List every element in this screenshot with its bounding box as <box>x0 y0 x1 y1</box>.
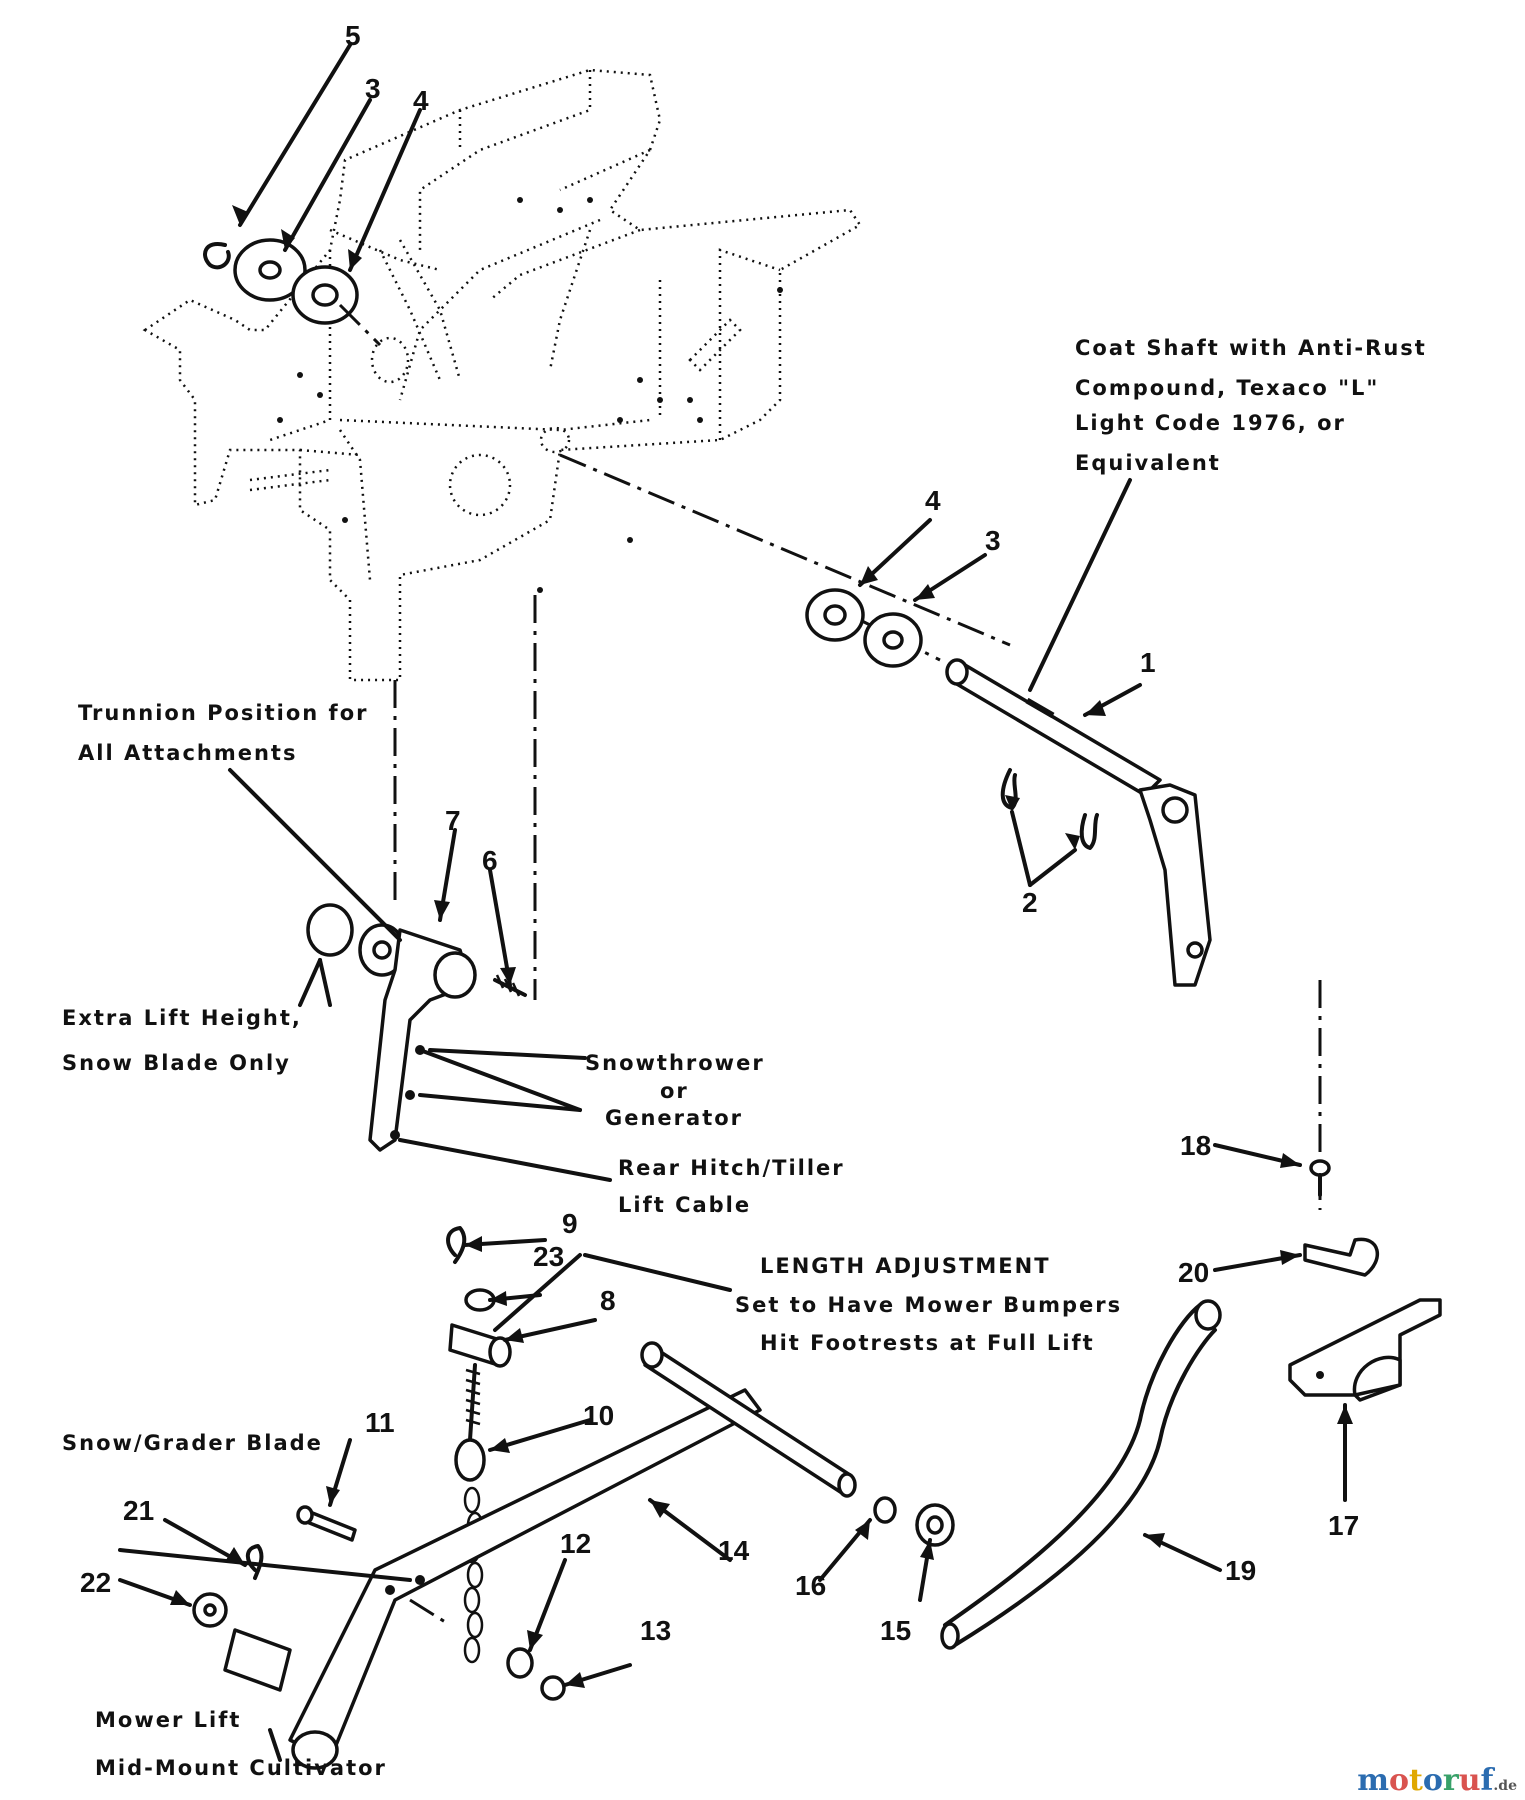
callout-11: 11 <box>365 1407 395 1438</box>
washer-part-22 <box>192 1592 292 1692</box>
callout-6: 6 <box>482 845 498 876</box>
note-rear-hitch: Rear Hitch/Tiller Lift Cable <box>618 1156 845 1217</box>
right-flange-bushing-part-4 <box>805 588 865 642</box>
callout-10: 10 <box>583 1400 614 1431</box>
note-coat-shaft-line-4: Equivalent <box>1075 451 1221 475</box>
clip-part-9 <box>446 1226 467 1264</box>
note-coat-shaft-line-3: Light Code 1976, or <box>1075 411 1346 435</box>
note-snowthrower-generator: Snowthrower or Generator <box>585 1051 765 1130</box>
note-extra-lift-line-2: Snow Blade Only <box>62 1051 291 1075</box>
note-coat-shaft-line-1: Coat Shaft with Anti-Rust <box>1075 336 1427 360</box>
bracket-part-17 <box>1288 1298 1442 1402</box>
note-snowthrower-line-3: Generator <box>605 1106 743 1130</box>
watermark-letter: r <box>1442 1763 1459 1798</box>
callout-3-right: 3 <box>985 525 1001 556</box>
set-screw-part-6 <box>493 974 527 997</box>
frame-holes <box>277 197 783 593</box>
note-length-adj-line-2: Set to Have Mower Bumpers <box>735 1293 1122 1317</box>
upper-e-clip-part-5 <box>203 242 231 270</box>
screw-part-18 <box>1309 1159 1331 1197</box>
note-mower-lift-line-2: Mid-Mount Cultivator <box>95 1756 387 1780</box>
note-snowthrower-line-2: or <box>660 1079 689 1103</box>
swivel-part-8 <box>448 1323 512 1368</box>
watermark-letter: f <box>1480 1763 1494 1798</box>
lift-shaft-part-1 <box>945 658 1212 987</box>
note-length-adj-line-3: Hit Footrests at Full Lift <box>760 1331 1095 1355</box>
watermark-letter: u <box>1458 1763 1481 1798</box>
upper-flat-washer-part-3 <box>233 238 307 302</box>
note-snowthrower-line-1: Snowthrower <box>585 1051 765 1075</box>
arrowheads <box>170 205 1353 1688</box>
assembly-centerlines <box>393 453 1322 1210</box>
note-extra-lift-line-1: Extra Lift Height, <box>62 1006 302 1030</box>
note-trunnion-line-2: All Attachments <box>78 741 297 765</box>
note-snow-grader-blade: Snow/Grader Blade <box>62 1431 323 1455</box>
hairpin-part-21 <box>245 1544 264 1580</box>
lift-arm <box>368 928 477 1152</box>
callout-9: 9 <box>562 1208 578 1239</box>
note-trunnion-line-1: Trunnion Position for <box>78 701 368 725</box>
pin-part-11 <box>296 1505 357 1542</box>
callout-4-upper: 4 <box>413 85 429 116</box>
watermark-suffix: .de <box>1493 1778 1517 1794</box>
bushing-part-15 <box>915 1503 955 1547</box>
callout-18: 18 <box>1180 1130 1211 1161</box>
note-rear-hitch-line-2: Lift Cable <box>618 1193 751 1217</box>
callout-numbers: 5 3 4 4 3 1 2 7 6 9 23 8 10 11 14 21 22 … <box>80 20 1359 1646</box>
callout-13: 13 <box>640 1615 671 1646</box>
right-flat-washer-part-3 <box>863 612 923 668</box>
callout-2: 2 <box>1022 887 1038 918</box>
callout-5: 5 <box>345 20 361 51</box>
callout-4-right: 4 <box>925 485 941 516</box>
callout-3-upper: 3 <box>365 73 381 104</box>
note-mower-lift: Mower Lift Mid-Mount Cultivator <box>95 1708 387 1780</box>
tractor-frame-outline <box>142 68 862 682</box>
callout-14: 14 <box>718 1535 750 1566</box>
watermark-letter: o <box>1389 1763 1410 1798</box>
upper-flange-bushing-part-4 <box>291 265 382 347</box>
washer-part-16 <box>873 1496 897 1524</box>
note-coat-shaft: Coat Shaft with Anti-Rust Compound, Texa… <box>1075 336 1427 475</box>
callout-19: 19 <box>1225 1555 1256 1586</box>
watermark-letter: o <box>1422 1763 1443 1798</box>
chain <box>463 1486 484 1664</box>
callout-16: 16 <box>795 1570 826 1601</box>
callout-20: 20 <box>1178 1257 1209 1288</box>
note-rear-hitch-line-1: Rear Hitch/Tiller <box>618 1156 845 1180</box>
callout-7: 7 <box>445 805 461 836</box>
lift-handle-tube-part-19 <box>940 1299 1222 1650</box>
washer-part-12 <box>506 1647 534 1679</box>
callout-1: 1 <box>1140 647 1156 678</box>
lift-rod-part-10 <box>454 1363 486 1482</box>
callout-21: 21 <box>123 1495 154 1526</box>
note-coat-shaft-line-2: Compound, Texaco "L" <box>1075 376 1379 400</box>
callout-23: 23 <box>533 1241 564 1272</box>
callout-15: 15 <box>880 1615 911 1646</box>
watermark-letter: t <box>1409 1763 1423 1798</box>
note-mower-lift-line-1: Mower Lift <box>95 1708 241 1732</box>
watermark-letter: m <box>1357 1763 1389 1798</box>
note-trunnion-position: Trunnion Position for All Attachments <box>78 701 368 765</box>
note-length-adjustment: LENGTH ADJUSTMENT Set to Have Mower Bump… <box>735 1254 1122 1355</box>
note-length-adj-line-1: LENGTH ADJUSTMENT <box>760 1254 1051 1278</box>
callout-22: 22 <box>80 1567 111 1598</box>
lift-link-part-14 <box>288 1341 857 1770</box>
clamp-part-20 <box>1303 1237 1380 1277</box>
nut-part-13 <box>540 1675 566 1701</box>
callout-17: 17 <box>1328 1510 1359 1541</box>
callout-8: 8 <box>600 1285 616 1316</box>
motoruf-watermark-logo: motoruf.de <box>1357 1763 1517 1798</box>
callout-12: 12 <box>560 1528 591 1559</box>
note-extra-lift-height: Extra Lift Height, Snow Blade Only <box>62 1006 302 1075</box>
